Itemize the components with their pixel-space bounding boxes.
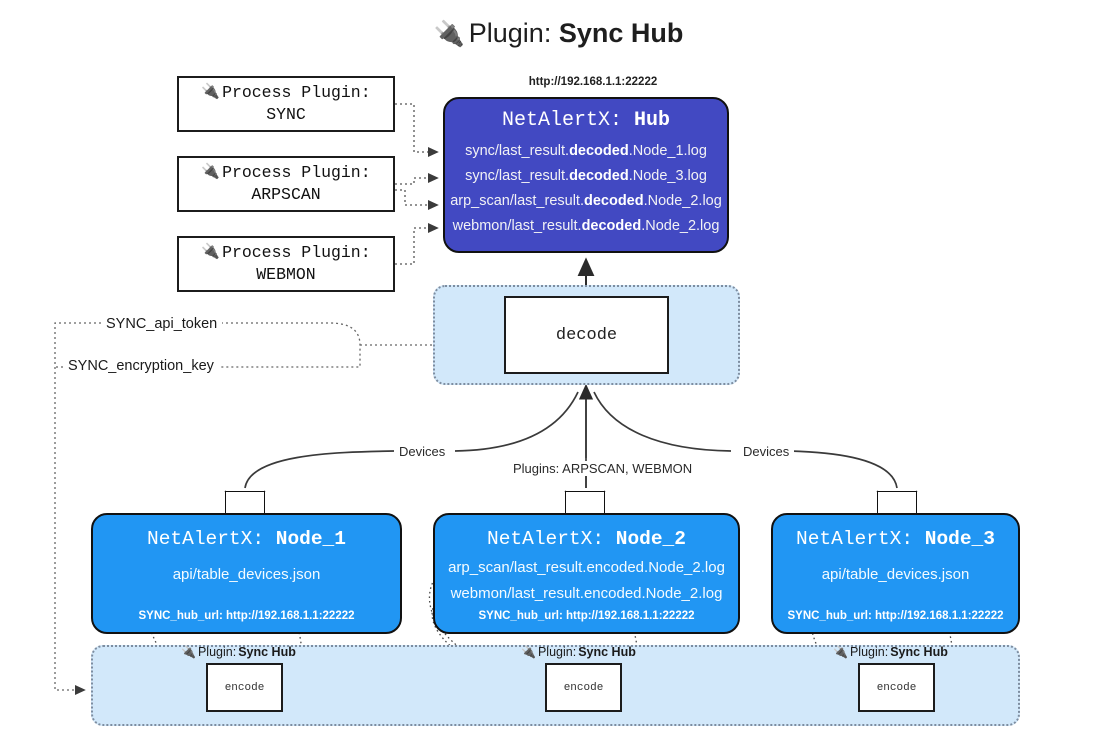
process-plugin-caption: Process Plugin: [222,82,371,102]
hub-node[interactable]: NetAlertX: Hub sync/last_result.decoded.… [443,97,729,253]
encode-caption-prefix: Plugin: [849,645,889,659]
page-title: 🔌Plugin: Sync Hub [0,18,1117,49]
label-sync-encryption-key: SYNC_encryption_key [63,358,219,374]
decode-box[interactable]: decode [504,296,669,374]
plug-icon: 🔌 [181,645,196,659]
encode-caption-prefix: Plugin: [537,645,577,659]
hub-log-post: .Node_2.log [641,217,720,234]
plug-icon: 🔌 [433,20,465,48]
hub-log-line: arp_scan/last_result.decoded.Node_2.log [445,189,727,214]
hub-log-line: webmon/last_result.decoded.Node_2.log [445,214,727,239]
node-title-name: Node_3 [924,528,995,550]
encode-caption-prefix: Plugin: [197,645,237,659]
hub-title-name: Hub [634,109,671,132]
process-plugin-name: ARPSCAN [251,185,321,204]
hub-log-line: sync/last_result.decoded.Node_1.log [445,139,727,164]
encode-caption-name: Sync Hub [890,645,948,659]
encode-box-1[interactable]: encode [206,663,283,712]
plug-icon: 🔌 [201,83,221,101]
encode-caption-1: 🔌Plugin: Sync Hub [181,645,296,659]
node-file: arp_scan/last_result.encoded.Node_2.log [448,559,725,576]
hub-log-strong: decoded [583,192,644,209]
hub-log-pre: arp_scan/last_result. [450,192,584,209]
process-plugin-arpscan[interactable]: 🔌Process Plugin: ARPSCAN [177,156,395,212]
node-title-name: Node_2 [615,528,686,550]
node-file: api/table_devices.json [172,566,321,583]
hub-log-post: .Node_3.log [628,167,707,184]
node-title-prefix: NetAlertX: [487,528,605,550]
node-footer: SYNC_hub_url: http://192.168.1.1:22222 [787,610,1004,622]
title-prefix: Plugin: [468,18,552,48]
node-footer: SYNC_hub_url: http://192.168.1.1:22222 [478,610,695,622]
node-title-prefix: NetAlertX: [796,528,914,550]
process-plugin-name: WEBMON [256,265,316,284]
hub-log-pre: sync/last_result. [465,143,570,159]
encode-caption-2: 🔌Plugin: Sync Hub [521,645,636,659]
hub-log-strong: decoded [581,217,642,234]
plug-icon: 🔌 [201,243,221,261]
hub-log-pre: webmon/last_result. [452,217,582,234]
process-plugin-name: SYNC [266,105,306,124]
hub-title: NetAlertX: Hub [445,109,727,132]
node-title: NetAlertX: Node_1 [93,528,400,550]
encode-box-3[interactable]: encode [858,663,935,712]
hub-log-strong: decoded [569,143,629,159]
encode-caption-name: Sync Hub [238,645,296,659]
title-name: Sync Hub [558,18,684,48]
node-footer: SYNC_hub_url: http://192.168.1.1:22222 [138,610,355,622]
encode-box-2[interactable]: encode [545,663,622,712]
process-plugin-caption: Process Plugin: [222,162,371,182]
label-sync-api-token: SYNC_api_token [101,316,223,332]
hub-log-post: .Node_1.log [628,143,707,159]
hub-log-line: sync/last_result.decoded.Node_3.log [445,164,727,189]
node-1[interactable]: NetAlertX: Node_1 api/table_devices.json… [91,513,402,634]
edge-label-devices-right: Devices [738,444,795,459]
node-title: NetAlertX: Node_3 [773,528,1018,550]
process-plugin-sync[interactable]: 🔌Process Plugin: SYNC [177,76,395,132]
edge-label-devices-left: Devices [394,444,451,459]
plug-icon: 🔌 [833,645,848,659]
edge-label-plugins: Plugins: ARPSCAN, WEBMON [508,461,698,476]
node-3[interactable]: NetAlertX: Node_3 api/table_devices.json… [771,513,1020,634]
process-plugin-caption: Process Plugin: [222,242,371,262]
node-title-name: Node_1 [275,528,346,550]
encode-caption-name: Sync Hub [578,645,636,659]
hub-url-label: http://192.168.1.1:22222 [528,76,658,88]
node-title: NetAlertX: Node_2 [435,528,738,550]
plug-icon: 🔌 [521,645,536,659]
plug-icon: 🔌 [201,163,221,181]
hub-log-pre: sync/last_result. [465,167,570,184]
node-title-prefix: NetAlertX: [147,528,265,550]
node-2[interactable]: NetAlertX: Node_2 arp_scan/last_result.e… [433,513,740,634]
hub-title-prefix: NetAlertX: [501,109,622,132]
hub-log-post: .Node_2.log [643,192,722,209]
node-file: api/table_devices.json [821,566,970,583]
process-plugin-webmon[interactable]: 🔌Process Plugin: WEBMON [177,236,395,292]
hub-log-strong: decoded [569,167,629,184]
node-file: webmon/last_result.encoded.Node_2.log [450,585,723,602]
encode-caption-3: 🔌Plugin: Sync Hub [833,645,948,659]
